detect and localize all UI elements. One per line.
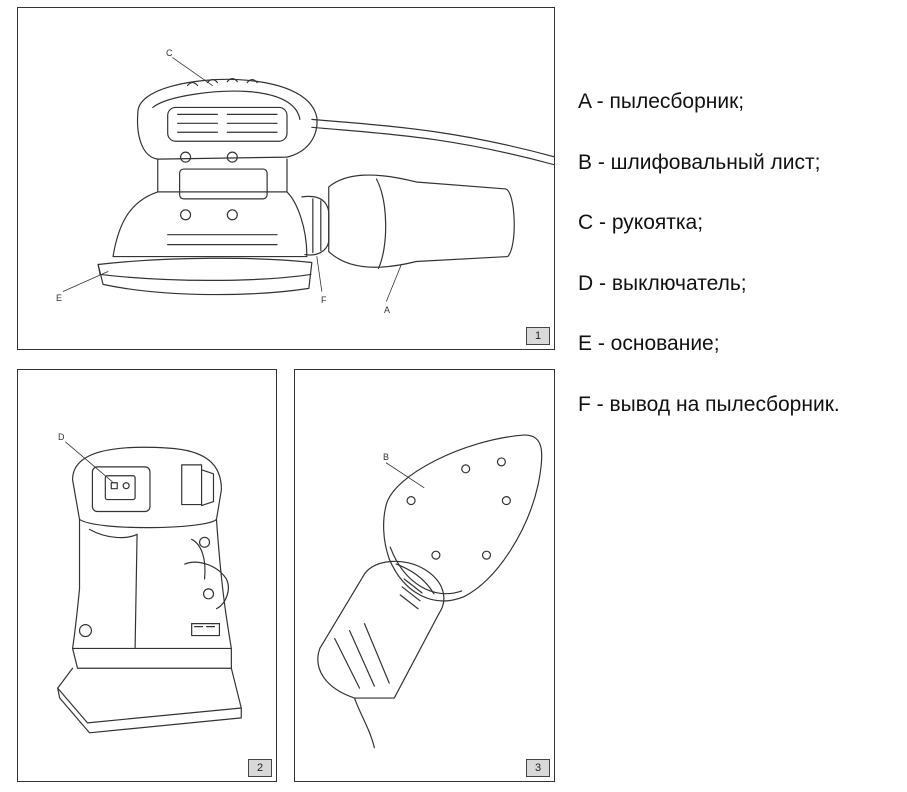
legend-item-d: D - выключатель; [578, 270, 840, 331]
figure-panel-1: C E F A 1 [17, 7, 555, 350]
legend-item-e: E - основание; [578, 330, 840, 391]
callout-C: C [166, 48, 173, 58]
figure-panel-3: B 3 [294, 369, 555, 782]
callout-F: F [321, 295, 327, 305]
panel-number-1: 1 [526, 327, 550, 345]
sander-side-view-illustration [18, 8, 554, 349]
panel-number-2: 2 [248, 759, 272, 777]
panel-number-3: 3 [526, 759, 550, 777]
figure-panel-2: D 2 [17, 369, 277, 782]
sander-switch-view-illustration [18, 370, 276, 781]
callout-B: B [383, 452, 389, 462]
legend-item-a: A - пылесборник; [578, 88, 840, 149]
legend-item-c: C - рукоятка; [578, 209, 840, 270]
sanding-sheet-illustration [295, 370, 554, 781]
legend-item-b: B - шлифовальный лист; [578, 149, 840, 210]
parts-legend: A - пылесборник; B - шлифовальный лист; … [578, 88, 840, 451]
legend-item-f: F - вывод на пылесборник. [578, 391, 840, 452]
callout-D: D [58, 432, 65, 442]
callout-A: A [384, 305, 390, 315]
callout-E: E [56, 293, 62, 303]
